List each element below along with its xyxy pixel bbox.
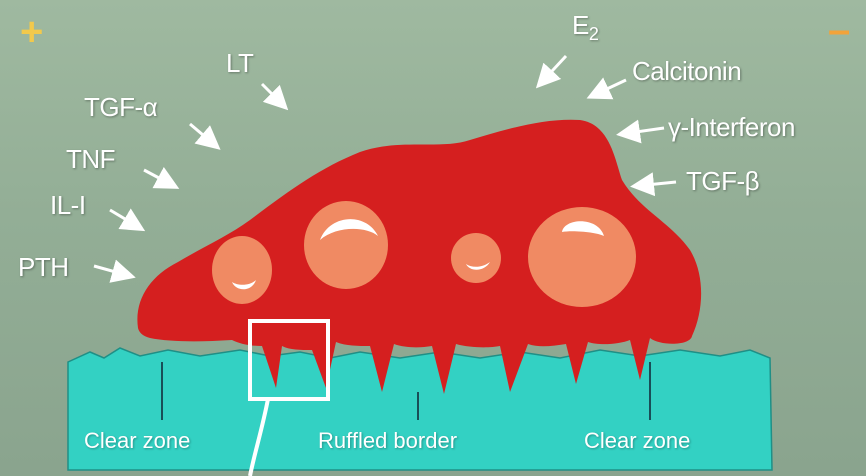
e2-label-subscript: 2 bbox=[589, 24, 599, 44]
lt-label: LT bbox=[226, 48, 253, 79]
plus-sign: + bbox=[20, 12, 43, 52]
nucleus-4 bbox=[528, 207, 636, 307]
e2-arrow bbox=[540, 56, 566, 84]
pth-label: PTH bbox=[18, 252, 69, 283]
lt-arrow bbox=[262, 84, 284, 106]
tnf-arrow bbox=[144, 170, 174, 186]
gamma-interferon-arrow bbox=[622, 128, 664, 134]
il1-arrow bbox=[110, 210, 140, 228]
ruffled-border-label: Ruffled border bbox=[318, 428, 457, 454]
pth-arrow bbox=[94, 266, 130, 276]
calcitonin-label: Calcitonin bbox=[632, 56, 741, 87]
clear-zone-right-label: Clear zone bbox=[584, 428, 690, 454]
il1-label: IL-I bbox=[50, 190, 86, 221]
tgf-beta-label: TGF-β bbox=[686, 166, 759, 197]
nucleus-2 bbox=[304, 201, 388, 289]
tgf-alpha-arrow bbox=[190, 124, 216, 146]
gamma-interferon-label: γ-Interferon bbox=[668, 112, 795, 143]
tgf-beta-arrow bbox=[636, 182, 676, 186]
nucleus-3 bbox=[451, 233, 501, 283]
tnf-label: TNF bbox=[66, 144, 115, 175]
calcitonin-arrow bbox=[592, 80, 626, 96]
minus-sign: – bbox=[828, 10, 850, 50]
clear-zone-left-label: Clear zone bbox=[84, 428, 190, 454]
tgf-alpha-label: TGF-α bbox=[84, 92, 157, 123]
e2-label-base: E bbox=[572, 10, 589, 40]
nucleus-1 bbox=[212, 236, 272, 304]
e2-label: E2 bbox=[572, 10, 598, 45]
